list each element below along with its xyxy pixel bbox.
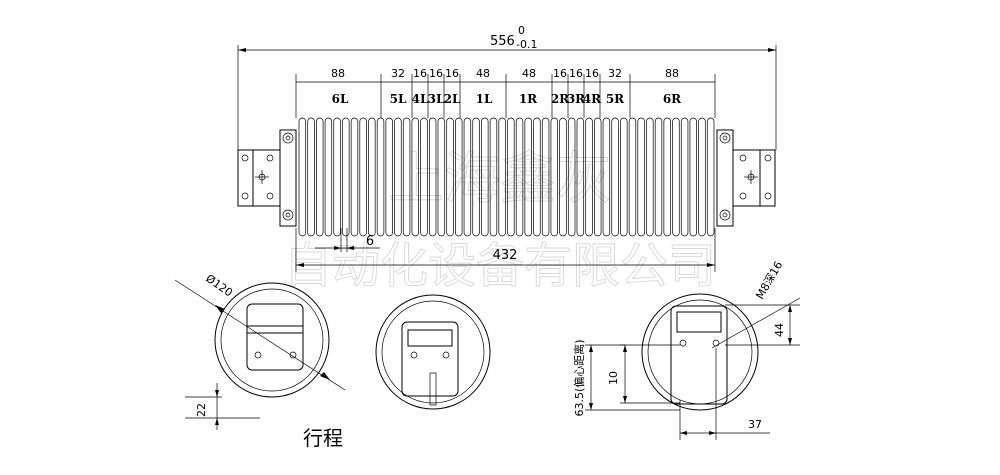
roller-rib xyxy=(698,117,706,237)
roller-rib xyxy=(376,117,385,237)
roller-rib xyxy=(498,117,506,237)
roller-rib xyxy=(524,117,532,237)
roller-rib xyxy=(411,117,419,237)
roller-rib xyxy=(507,117,515,237)
roller-rib xyxy=(611,117,619,237)
roller-rib xyxy=(550,117,558,237)
roller-rib xyxy=(594,117,602,237)
roller-rib xyxy=(541,117,550,237)
roller-rib xyxy=(706,117,715,237)
body-length: 432 xyxy=(493,248,518,263)
seg-label-10: 5R xyxy=(606,92,625,106)
dim-22: 22 xyxy=(195,403,208,417)
roller-rib xyxy=(646,117,654,237)
seg-label-6: 1R xyxy=(519,92,538,106)
segment-dimensions: 88 32 16 16 16 48 48 16 16 16 32 88 6L 5… xyxy=(295,67,716,118)
seg-label-7: 2R xyxy=(551,92,570,106)
seg-dim-7: 16 xyxy=(553,67,567,80)
seg-dim-10: 32 xyxy=(608,67,622,80)
overall-dimension: 556 0 -0.1 xyxy=(237,24,777,150)
roller-rib xyxy=(515,117,524,237)
roller-rib xyxy=(680,117,689,237)
roller-rib xyxy=(402,117,411,237)
roller-rib xyxy=(463,117,472,237)
pitch-dim: 6 xyxy=(366,234,374,249)
watermark-line2: 自动化设备有限公司 xyxy=(284,238,716,294)
roller-rib xyxy=(472,117,480,237)
roller-rib xyxy=(489,117,498,237)
seg-label-4: 2L xyxy=(444,92,461,106)
roller-rib xyxy=(324,117,333,237)
roller-rib xyxy=(585,117,593,237)
roller-rib xyxy=(437,117,446,237)
overall-tol-lower: -0.1 xyxy=(516,38,537,51)
roller-rib xyxy=(567,117,576,237)
roller-rib xyxy=(672,117,680,237)
seg-label-11: 6R xyxy=(663,92,682,106)
roller-rib xyxy=(602,117,611,237)
roller-rib xyxy=(298,117,307,237)
seg-label-8: 3R xyxy=(567,92,586,106)
seg-dim-1: 32 xyxy=(391,67,405,80)
roller-rib xyxy=(359,117,367,237)
seg-dim-6: 48 xyxy=(522,67,536,80)
roller-rib xyxy=(533,117,541,237)
seg-dim-9: 16 xyxy=(585,67,599,80)
roller-rib xyxy=(420,117,428,237)
seg-label-3: 3L xyxy=(428,92,445,106)
seg-label-5: 1L xyxy=(476,92,493,106)
roller-rib xyxy=(394,117,402,237)
roller-rib xyxy=(663,117,671,237)
diameter-label: Ø120 xyxy=(203,272,235,300)
body-dimensions: 6 432 xyxy=(295,228,716,272)
roller-rib xyxy=(342,117,350,237)
roller-rib xyxy=(637,117,645,237)
roller-rib xyxy=(316,117,324,237)
roller-rib xyxy=(689,117,697,237)
roller-body xyxy=(237,117,776,237)
roller-rib xyxy=(333,117,341,237)
seg-label-1: 5L xyxy=(390,92,407,106)
roller-rib xyxy=(455,117,463,237)
roller-rib xyxy=(368,117,376,237)
seg-label-9: 4R xyxy=(583,92,602,106)
seg-dim-0: 88 xyxy=(331,67,345,80)
seg-dim-3: 16 xyxy=(429,67,443,80)
dim-10: 10 xyxy=(607,371,620,385)
seg-label-2: 4L xyxy=(412,92,429,106)
overall-tol-upper: 0 xyxy=(518,24,525,37)
roller-rib xyxy=(307,117,315,237)
seg-dim-5: 48 xyxy=(476,67,490,80)
roller-rib xyxy=(654,117,663,237)
roller-rib xyxy=(620,117,628,237)
watermark-line1: 上海鑫灰 xyxy=(388,147,612,212)
roller-rib xyxy=(446,117,454,237)
roller-rib xyxy=(385,117,393,237)
roller-rib xyxy=(576,117,585,237)
dim-37: 37 xyxy=(748,418,762,431)
seg-dim-4: 16 xyxy=(445,67,459,80)
dim-63: 63.5(偏心距离) xyxy=(572,339,586,416)
thread-label: M8深16 xyxy=(753,259,785,301)
roller-rib xyxy=(559,117,567,237)
seg-dim-8: 16 xyxy=(569,67,583,80)
overall-length: 556 xyxy=(490,34,515,49)
roller-rib xyxy=(481,117,489,237)
seg-dim-11: 88 xyxy=(665,67,679,80)
seg-dim-2: 16 xyxy=(413,67,427,80)
stroke-label: 行程 xyxy=(303,426,343,450)
roller-rib xyxy=(428,117,437,237)
roller-rib xyxy=(350,117,359,237)
side-view-left: Ø120 22 行程 xyxy=(174,272,346,450)
roller-ribs xyxy=(298,117,715,237)
roller-rib xyxy=(628,117,637,237)
side-view-middle xyxy=(375,294,491,410)
dim-44: 44 xyxy=(773,323,786,337)
seg-label-0: 6L xyxy=(332,92,349,106)
